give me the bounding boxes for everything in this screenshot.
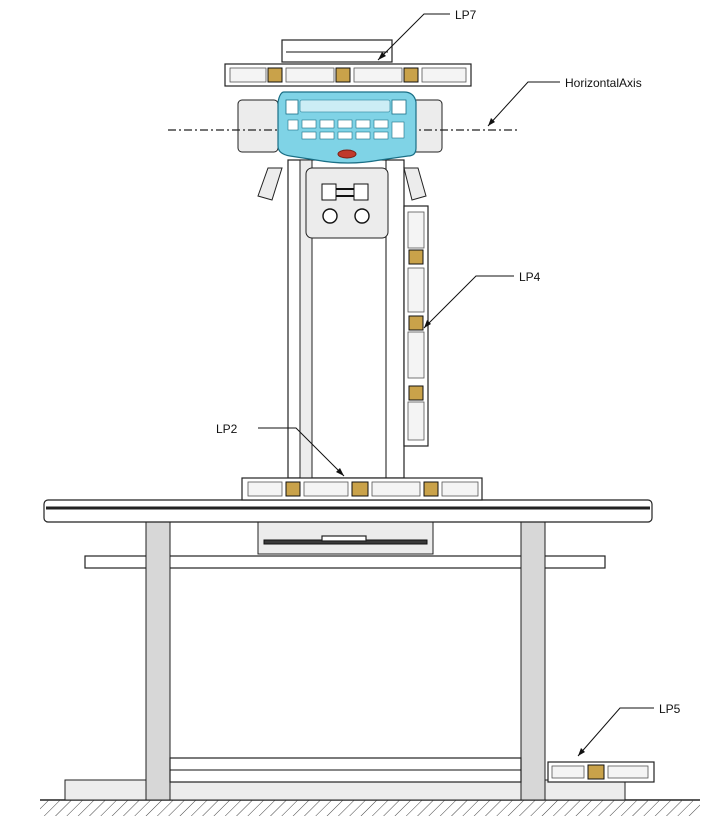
knob-icon xyxy=(354,208,370,224)
panel-handle xyxy=(337,149,357,159)
bubble-level-icon xyxy=(267,67,283,83)
bubble-level-icon xyxy=(335,67,351,83)
bubble-level-icon xyxy=(408,249,424,265)
level-lp5 xyxy=(547,761,655,783)
bubble-level-icon xyxy=(285,481,301,497)
table-frame xyxy=(84,521,606,801)
switch-icon xyxy=(321,183,369,201)
bubble-level-icon xyxy=(408,385,424,401)
control-box xyxy=(305,167,389,239)
level-lp7 xyxy=(224,63,472,87)
knob-icon xyxy=(322,208,338,224)
label-horizontal-axis: HorizontalAxis xyxy=(565,76,642,90)
bubble-level-icon xyxy=(403,67,419,83)
leader-arrowheads xyxy=(336,52,585,756)
table-top xyxy=(43,499,653,523)
bubble-level-icon xyxy=(351,481,369,497)
leader-lines xyxy=(258,13,654,757)
bubble-level-icon xyxy=(423,481,439,497)
ground xyxy=(40,799,700,816)
label-lp5: LP5 xyxy=(659,702,681,716)
bubble-level-icon xyxy=(408,315,424,331)
level-lp4 xyxy=(403,205,429,447)
panel-buttons xyxy=(287,119,405,140)
level-lp2 xyxy=(241,477,483,501)
label-lp2: LP2 xyxy=(216,422,238,436)
bubble-level-icon xyxy=(587,764,605,780)
label-lp4: LP4 xyxy=(519,270,541,284)
collimator-panel xyxy=(277,91,417,164)
label-lp7: LP7 xyxy=(455,8,477,22)
